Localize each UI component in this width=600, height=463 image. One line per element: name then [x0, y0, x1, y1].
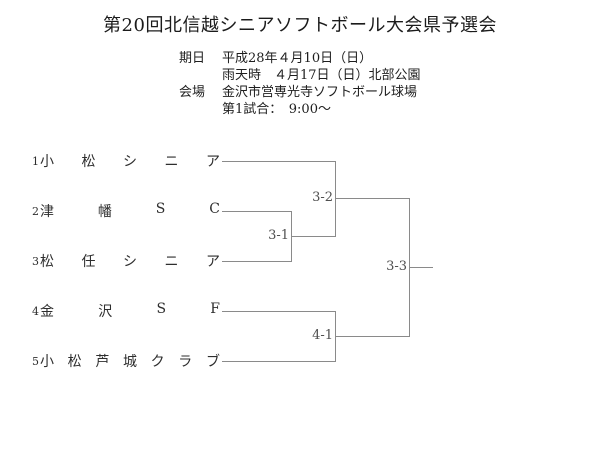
- team-seed: 5: [32, 354, 39, 368]
- event-info: 期日 平成28年４月10日（日） 雨天時 ４月17日（日）北部公園 会場 金沢市…: [179, 50, 421, 118]
- match-label-4-1: 4-1: [312, 328, 333, 343]
- team-name: 松任シニア: [40, 254, 220, 270]
- bracket-line-team1: [222, 161, 335, 162]
- info-row-first-game: 第1試合： 9:00～: [179, 101, 421, 118]
- match-label-3-2: 3-2: [312, 190, 333, 205]
- info-row-rain: 雨天時 ４月17日（日）北部公園: [179, 67, 421, 84]
- bracket-line-team4: [222, 311, 335, 312]
- bracket-line-team5: [222, 361, 335, 362]
- info-row-date: 期日 平成28年４月10日（日）: [179, 50, 421, 67]
- bracket-winner-line-match-3-2: [335, 198, 409, 199]
- team-row: 3 松任シニア: [32, 251, 220, 271]
- venue-label: 会場: [179, 85, 206, 100]
- match-label-3-1: 3-1: [268, 228, 289, 243]
- team-seed: 2: [32, 204, 39, 218]
- page-title: 第20回北信越シニアソフトボール大会県予選会: [103, 15, 497, 36]
- bracket-winner-line-final: [409, 267, 433, 268]
- bracket-line-team2: [222, 211, 291, 212]
- date-label: 期日: [179, 51, 206, 66]
- first-game-value: 第1試合： 9:00～: [222, 102, 331, 117]
- bracket-line-team3: [222, 261, 291, 262]
- info-row-venue: 会場 金沢市営専光寺ソフトボール球場: [179, 84, 421, 101]
- match-label-3-3: 3-3: [386, 259, 407, 274]
- team-row: 5 小松芦城クラブ: [32, 351, 220, 371]
- team-seed: 4: [32, 304, 39, 318]
- team-name: 小松シニア: [40, 154, 220, 170]
- rain-value: 雨天時 ４月17日（日）北部公園: [222, 68, 421, 83]
- bracket-join-match-3-2: [335, 161, 336, 237]
- date-value: 平成28年４月10日（日）: [222, 51, 373, 66]
- team-name: 小松芦城クラブ: [40, 354, 220, 370]
- first-game-label-spacer: [179, 101, 222, 118]
- team-seed: 3: [32, 254, 39, 268]
- bracket-winner-line-match-4-1: [335, 336, 409, 337]
- venue-value: 金沢市営専光寺ソフトボール球場: [222, 85, 418, 100]
- team-seed: 1: [32, 154, 39, 168]
- rain-label-spacer: [179, 67, 222, 84]
- bracket-winner-line-match-3-1: [291, 236, 335, 237]
- team-row: 1 小松シニア: [32, 151, 220, 171]
